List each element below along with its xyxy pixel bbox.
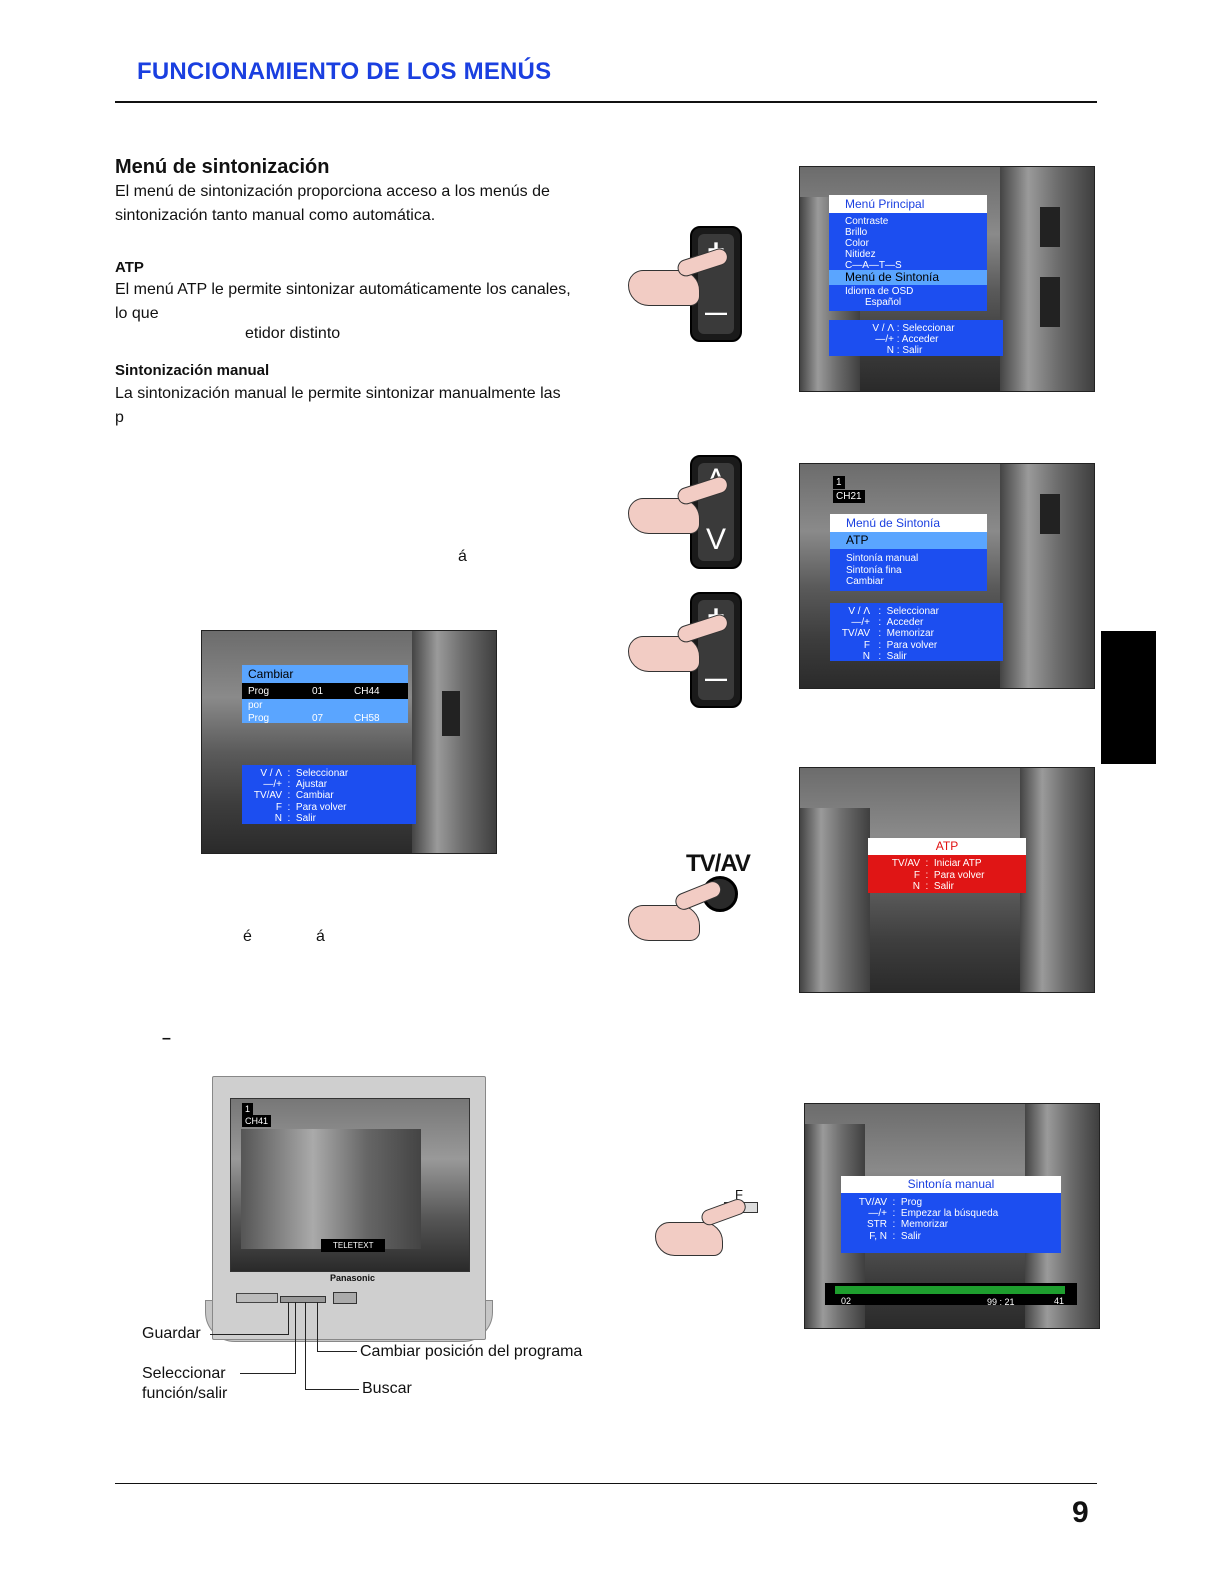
text-fragment: á bbox=[458, 548, 467, 565]
text-fragment: á bbox=[316, 928, 325, 945]
osd-selected-item: Menú de Sintonía bbox=[829, 270, 987, 285]
hand-icon bbox=[628, 905, 700, 941]
atp-fragment: etidor distinto bbox=[245, 325, 341, 342]
manual-tuning-screen: Sintonía manual TV/AV : Prog —/+ : Empez… bbox=[804, 1103, 1100, 1329]
channel-label: CH41 bbox=[242, 1115, 272, 1127]
callout-cambiar: Cambiar posición del programa bbox=[360, 1343, 583, 1360]
osd-help: TV/AV : Prog —/+ : Empezar la búsqueda S… bbox=[858, 1197, 999, 1242]
section-heading: Menú de sintonización bbox=[115, 156, 330, 178]
chevron-down-icon: V bbox=[705, 523, 726, 556]
atp-text: El menú ATP le permite sintonizar automá… bbox=[115, 281, 571, 322]
page-number: 9 bbox=[1072, 1496, 1089, 1529]
osd-title: Cambiar bbox=[248, 667, 294, 681]
osd-menu-list: Contraste Brillo Color Nitidez C—A—T—S bbox=[845, 216, 902, 271]
osd-selected-item: ATP bbox=[830, 532, 987, 549]
osd-title: ATP bbox=[868, 838, 1026, 855]
osd-title: Menú Principal bbox=[829, 195, 987, 213]
atp-heading: ATP bbox=[115, 259, 144, 276]
callout-buscar: Buscar bbox=[362, 1380, 412, 1397]
prog-number: 1 bbox=[242, 1103, 254, 1115]
osd-title: Sintonía manual bbox=[841, 1176, 1061, 1193]
text-fragment: – bbox=[162, 1030, 171, 1047]
osd-menu-list: Sintonía manual Sintonía fina Cambiar bbox=[846, 553, 919, 587]
hand-icon bbox=[628, 498, 700, 534]
bar-mid-label: 99 : 21 bbox=[987, 1297, 1015, 1307]
section-tab bbox=[1101, 631, 1156, 764]
callout-seleccionar: Seleccionar función/salir bbox=[142, 1365, 228, 1402]
f-label: F bbox=[735, 1187, 743, 1202]
text-fragment: é bbox=[243, 928, 252, 945]
intro-text: El menú de sintonización proporciona acc… bbox=[115, 183, 550, 224]
brand-logo: Panasonic bbox=[330, 1273, 376, 1283]
hand-icon bbox=[655, 1222, 723, 1256]
minus-icon: — bbox=[705, 666, 727, 691]
av-jacks bbox=[333, 1292, 357, 1304]
osd-help: TV/AV : Iniciar ATP F : Para volver N : … bbox=[891, 858, 985, 892]
teletext-label: TELETEXT bbox=[321, 1239, 386, 1252]
main-menu-screen: Menú Principal Contraste Brillo Color Ni… bbox=[799, 166, 1095, 392]
osd-help: V / Λ : Seleccionar —/+ : Ajustar TV/AV … bbox=[253, 768, 349, 824]
footer-rule bbox=[115, 1483, 1097, 1484]
prog-number: 1 bbox=[833, 476, 845, 489]
tuning-progress-bar bbox=[835, 1286, 1065, 1294]
tuning-menu-screen: 1 CH21 Menú de Sintonía ATP Sintonía man… bbox=[799, 463, 1095, 689]
swap-por: por bbox=[248, 700, 263, 711]
osd-help: V / Λ : Seleccionar —/+ : Acceder TV/AV … bbox=[841, 606, 939, 662]
power-switch[interactable] bbox=[236, 1293, 278, 1303]
bar-right-label: 41 bbox=[1054, 1296, 1065, 1306]
channel-label: CH21 bbox=[833, 490, 865, 503]
osd-help: V / Λ : Seleccionar —/+ : Acceder N : Sa… bbox=[872, 323, 955, 356]
header-rule bbox=[115, 101, 1097, 103]
osd-menu-list: Idioma de OSD Español bbox=[845, 286, 914, 308]
atp-screen: ATP TV/AV : Iniciar ATP F : Para volver … bbox=[799, 767, 1095, 993]
osd-title: Menú de Sintonía bbox=[830, 514, 987, 532]
page-title: FUNCIONAMIENTO DE LOS MENÚS bbox=[137, 58, 552, 85]
minus-icon: — bbox=[705, 300, 727, 325]
swap-row-2: Prog 07 CH58 bbox=[248, 713, 380, 724]
swap-screen: Cambiar Prog 01 CH44 por Prog 07 CH58 V … bbox=[201, 630, 497, 854]
manual-text: La sintonización manual le permite sinto… bbox=[115, 385, 561, 426]
swap-row-1: Prog 01 CH44 bbox=[248, 686, 380, 697]
tv-screen: 1 CH41 TELETEXT bbox=[230, 1098, 470, 1272]
control-buttons[interactable] bbox=[280, 1296, 326, 1303]
tvav-label: TV/AV bbox=[686, 850, 751, 877]
manual-heading: Sintonización manual bbox=[115, 362, 270, 379]
callout-guardar: Guardar bbox=[142, 1325, 201, 1342]
bar-left-label: 02 bbox=[841, 1296, 852, 1306]
